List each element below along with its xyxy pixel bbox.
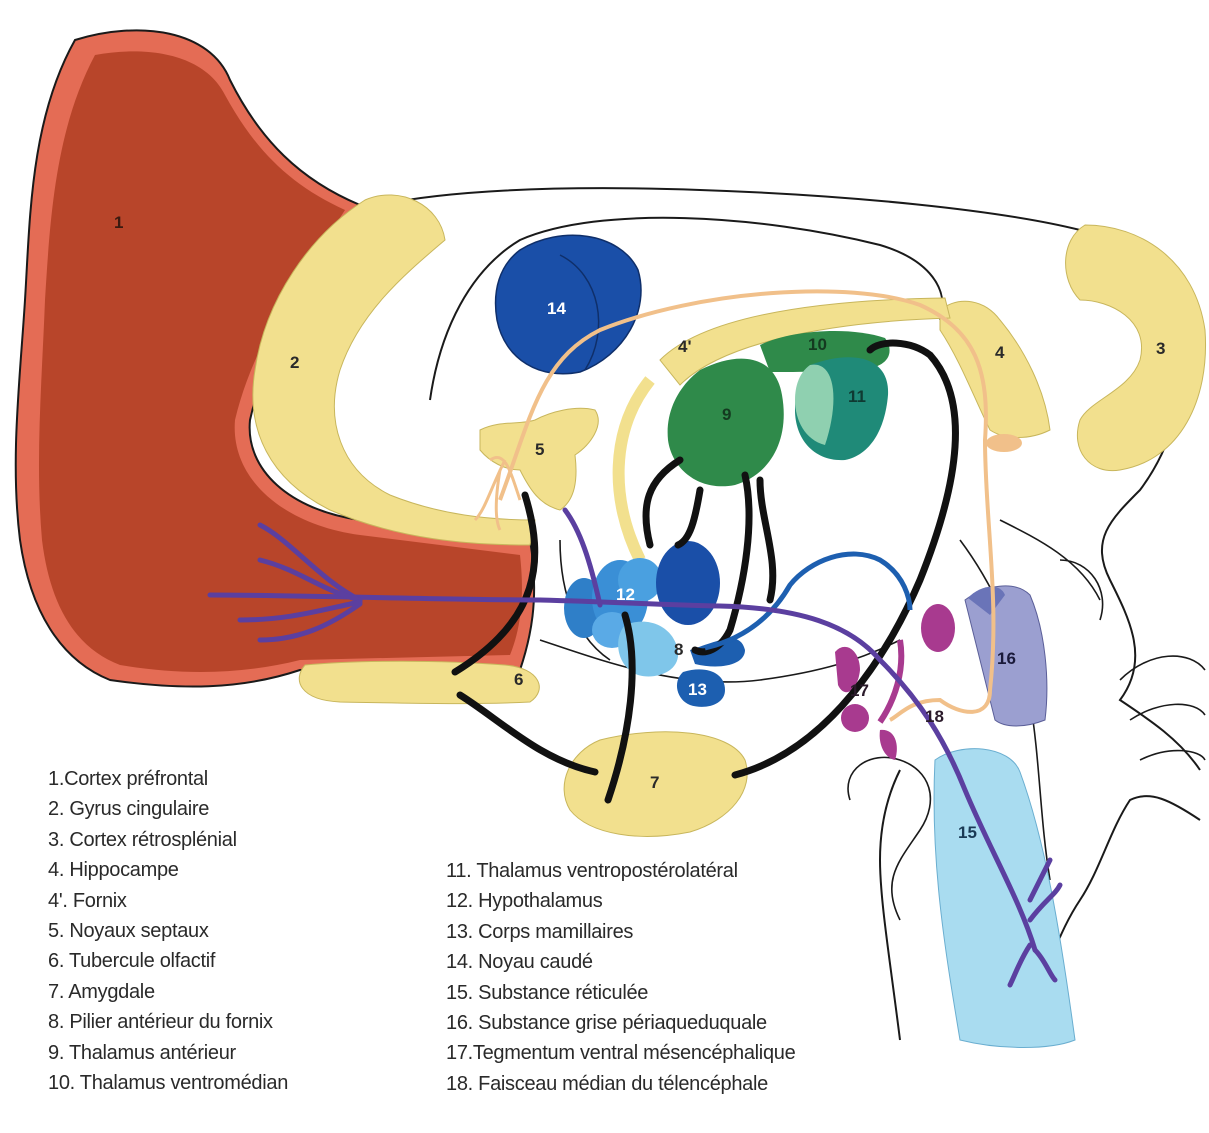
reticular-formation (934, 749, 1075, 1048)
legend-item: 10. Thalamus ventromédian (48, 1068, 288, 1098)
legend-item: 14. Noyau caudé (446, 947, 795, 977)
legend-item: 9. Thalamus antérieur (48, 1038, 288, 1068)
legend-item: 16. Substance grise périaqueduquale (446, 1008, 795, 1038)
label-13: 13 (688, 680, 707, 699)
label-4-prime: 4' (678, 337, 692, 356)
olfactory-tubercle (299, 661, 539, 703)
retrosplenial-cortex (1066, 225, 1206, 471)
label-14: 14 (547, 299, 566, 318)
legend-item: 18. Faisceau médian du télencéphale (446, 1069, 795, 1099)
legend-item: 1.Cortex préfrontal (48, 764, 288, 794)
label-5: 5 (535, 440, 544, 459)
legend-item: 3. Cortex rétrosplénial (48, 825, 288, 855)
label-12: 12 (616, 585, 635, 604)
hippocampus-tail (986, 434, 1022, 452)
legend-item: 4'. Fornix (48, 886, 288, 916)
legend-item: 8. Pilier antérieur du fornix (48, 1007, 288, 1037)
label-6: 6 (514, 670, 523, 689)
legend-item: 7. Amygdale (48, 977, 288, 1007)
legend-item: 6. Tubercule olfactif (48, 946, 288, 976)
legend-item: 17.Tegmentum ventral mésencéphalique (446, 1038, 795, 1068)
label-2: 2 (290, 353, 299, 372)
label-18: 18 (925, 707, 944, 726)
label-1: 1 (114, 213, 123, 232)
label-8: 8 (674, 640, 683, 659)
legend-item: 12. Hypothalamus (446, 886, 795, 916)
label-3: 3 (1156, 339, 1165, 358)
label-17: 17 (850, 681, 869, 700)
legend-item: 11. Thalamus ventropostérolatéral (446, 856, 795, 886)
label-11: 11 (848, 387, 866, 406)
legend-item: 4. Hippocampe (48, 855, 288, 885)
legend-right: 11. Thalamus ventropostérolatéral 12. Hy… (446, 856, 795, 1099)
label-4: 4 (995, 343, 1005, 362)
legend-item: 13. Corps mamillaires (446, 917, 795, 947)
legend-item: 5. Noyaux septaux (48, 916, 288, 946)
pons-outline (848, 757, 930, 920)
label-16: 16 (997, 649, 1016, 668)
label-10: 10 (808, 335, 827, 354)
label-9: 9 (722, 405, 731, 424)
legend-item: 2. Gyrus cingulaire (48, 794, 288, 824)
legend-item: 15. Substance réticulée (446, 978, 795, 1008)
legend-left: 1.Cortex préfrontal 2. Gyrus cingulaire … (48, 764, 288, 1098)
label-7: 7 (650, 773, 659, 792)
label-15: 15 (958, 823, 977, 842)
